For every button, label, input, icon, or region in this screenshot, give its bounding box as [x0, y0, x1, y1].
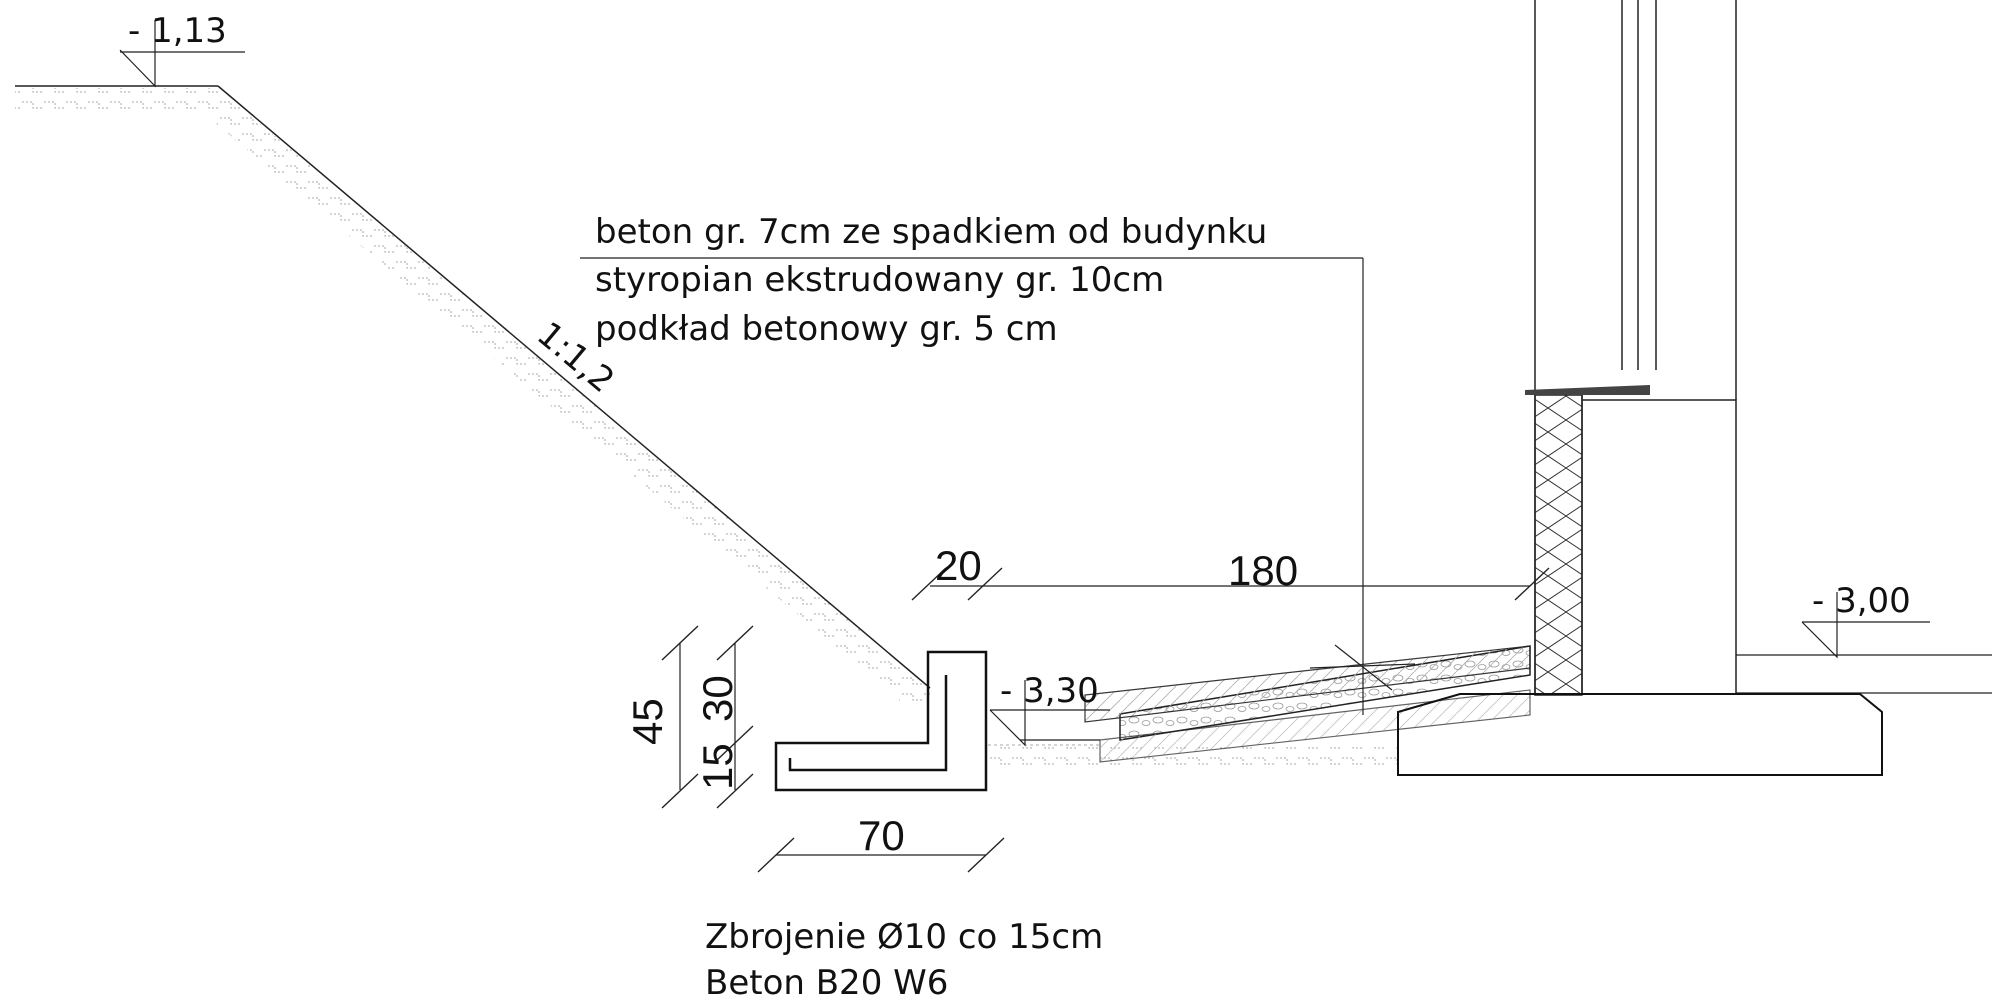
slope-embankment	[15, 85, 1100, 746]
dim-180: 180	[1228, 547, 1298, 594]
dimension-left-30-15: 30 15	[694, 625, 754, 809]
dim-70: 70	[858, 812, 905, 859]
note-reinforcement: Zbrojenie Ø10 co 15cm	[705, 917, 1103, 957]
layers-leader	[580, 257, 1416, 715]
level-mid-text: - 3,30	[1000, 671, 1099, 711]
dimension-top: 20 180	[911, 542, 1550, 601]
level-marker-right: - 3,00	[1801, 581, 1930, 659]
building-wall	[1525, 0, 1992, 696]
dim-45: 45	[624, 698, 671, 745]
level-marker-top: - 1,13	[119, 11, 245, 88]
layer-label-2: styropian ekstrudowany gr. 10cm	[595, 260, 1164, 300]
dimension-bottom-70: 70	[757, 812, 1005, 873]
l-retaining-wall	[774, 650, 988, 792]
soil-under-slab	[990, 745, 1400, 770]
dim-30: 30	[694, 675, 741, 722]
level-right-text: - 3,00	[1812, 581, 1911, 621]
note-concrete: Beton B20 W6	[705, 963, 948, 1003]
level-top-text: - 1,13	[128, 11, 227, 51]
layer-label-1: beton gr. 7cm ze spadkiem od budynku	[595, 212, 1267, 252]
foundation-footing	[1397, 693, 1883, 776]
dim-15: 15	[694, 743, 741, 790]
dim-20: 20	[935, 542, 982, 589]
sloped-layers	[1020, 645, 1531, 763]
dimension-left-45: 45	[624, 625, 699, 809]
level-marker-mid: - 3,30	[989, 671, 1110, 747]
layer-label-3: podkład betonowy gr. 5 cm	[595, 309, 1058, 349]
